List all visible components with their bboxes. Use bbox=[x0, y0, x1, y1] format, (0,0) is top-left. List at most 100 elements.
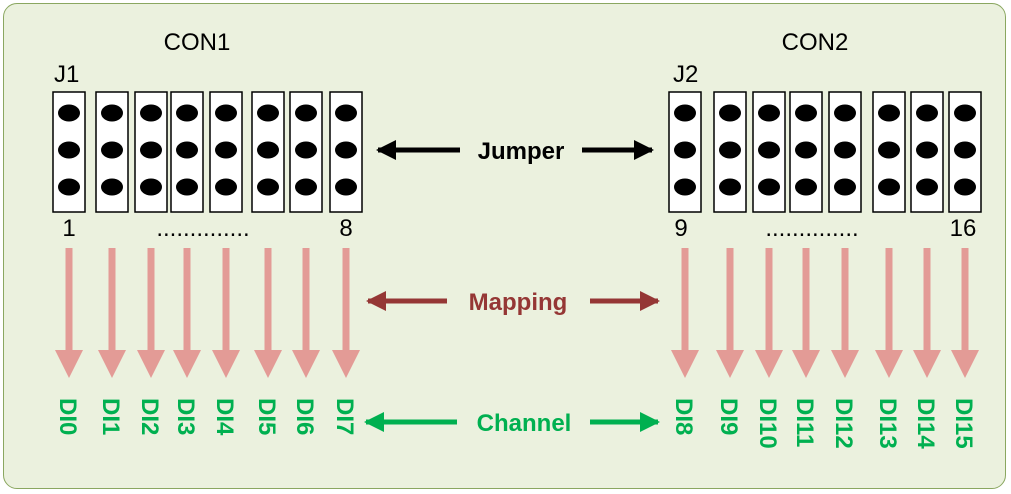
mapping-arrow-shaft bbox=[765, 248, 773, 353]
jumper-pin bbox=[795, 141, 817, 159]
jumper-block bbox=[95, 91, 129, 213]
jumper-pin bbox=[916, 178, 938, 196]
mapping-arrow-head bbox=[951, 350, 979, 378]
jumper-pin bbox=[58, 141, 80, 159]
con1-title: CON1 bbox=[164, 29, 231, 56]
mapping-arrows bbox=[55, 248, 979, 378]
mapping-arrow-shaft bbox=[342, 248, 350, 353]
jumper-pin bbox=[101, 104, 123, 122]
jumper-block bbox=[713, 91, 747, 213]
channel-label: DI1 bbox=[97, 398, 124, 435]
channel-label: DI15 bbox=[950, 398, 977, 449]
mapping-arrow-shaft bbox=[147, 248, 155, 353]
jumper-block bbox=[134, 91, 168, 213]
mapping-arrow bbox=[755, 248, 783, 378]
mapping-arrow-shaft bbox=[65, 248, 73, 353]
jumper-pin bbox=[257, 141, 279, 159]
jumper-pin bbox=[215, 141, 237, 159]
jumper-block bbox=[948, 91, 982, 213]
mapping-arrow bbox=[137, 248, 165, 378]
jumper-pin bbox=[758, 178, 780, 196]
mapping-arrow-head bbox=[212, 350, 240, 378]
channel-label: DI9 bbox=[715, 398, 742, 435]
jumper-pin bbox=[954, 104, 976, 122]
jumper-pin bbox=[878, 178, 900, 196]
channel-label: DI13 bbox=[874, 398, 901, 449]
jumper-pin bbox=[674, 178, 696, 196]
jumper-pin bbox=[140, 178, 162, 196]
mapping-arrow bbox=[875, 248, 903, 378]
con2-end-pin-label: 16 bbox=[950, 215, 977, 242]
mapping-arrow-shaft bbox=[961, 248, 969, 353]
jumper-pin bbox=[176, 141, 198, 159]
mapping-arrow-head bbox=[137, 350, 165, 378]
j2-label: J2 bbox=[673, 61, 698, 88]
jumper-pin bbox=[916, 104, 938, 122]
mapping-arrow bbox=[55, 248, 83, 378]
mapping-arrow-head bbox=[671, 350, 699, 378]
mapping-arrow bbox=[671, 248, 699, 378]
mapping-arrow-head bbox=[292, 350, 320, 378]
jumper-pin bbox=[795, 178, 817, 196]
channel-label: DI11 bbox=[791, 398, 818, 447]
jumper-pin bbox=[335, 178, 357, 196]
jumper-pin bbox=[257, 178, 279, 196]
jumper-pin bbox=[140, 104, 162, 122]
jumper-pin bbox=[295, 178, 317, 196]
channel-label: DI12 bbox=[830, 398, 857, 449]
con2-title: CON2 bbox=[782, 29, 849, 56]
mapping-arrow bbox=[254, 248, 282, 378]
jumper-pin bbox=[795, 104, 817, 122]
mapping-arrow-head bbox=[332, 350, 360, 378]
mapping-arrow bbox=[292, 248, 320, 378]
mapping-arrow-head bbox=[55, 350, 83, 378]
mapping-arrow-shaft bbox=[302, 248, 310, 353]
mapping-arrow-shaft bbox=[108, 248, 116, 353]
jumper-block bbox=[872, 91, 906, 213]
jumper-callout: Jumper bbox=[376, 138, 654, 165]
jumper-pin bbox=[335, 141, 357, 159]
mapping-arrow bbox=[831, 248, 859, 378]
channel-label: DI0 bbox=[54, 398, 81, 435]
channel-label: DI8 bbox=[670, 398, 697, 435]
mapping-arrow-shaft bbox=[222, 248, 230, 353]
jumper-block bbox=[828, 91, 862, 213]
jumper-pin bbox=[215, 104, 237, 122]
mapping-arrow bbox=[212, 248, 240, 378]
jumper-pin bbox=[954, 178, 976, 196]
jumper-block bbox=[668, 91, 702, 213]
mapping-callout-label: Mapping bbox=[469, 289, 568, 316]
mapping-arrow-head bbox=[831, 350, 859, 378]
jumper-pin bbox=[878, 141, 900, 159]
mapping-arrow bbox=[173, 248, 201, 378]
con1-end-pin-label: 8 bbox=[339, 215, 352, 242]
channel-label: DI2 bbox=[136, 398, 163, 435]
channel-label: DI4 bbox=[211, 398, 238, 436]
con2-start-pin-label: 9 bbox=[674, 215, 687, 242]
mapping-arrow-head bbox=[913, 350, 941, 378]
mapping-arrow bbox=[913, 248, 941, 378]
channel-callout-label: Channel bbox=[477, 410, 572, 437]
mapping-arrow-head bbox=[755, 350, 783, 378]
jumper-pin bbox=[58, 178, 80, 196]
mapping-callout: Mapping bbox=[366, 289, 660, 316]
jumper-pin bbox=[101, 141, 123, 159]
jumper-pin bbox=[916, 141, 938, 159]
mapping-arrow-shaft bbox=[885, 248, 893, 353]
jumper-callout-label: Jumper bbox=[478, 138, 565, 165]
channel-label: DI5 bbox=[253, 398, 280, 435]
mapping-arrow-head bbox=[792, 350, 820, 378]
mapping-arrow-shaft bbox=[183, 248, 191, 353]
mapping-arrow-head bbox=[716, 350, 744, 378]
jumper-pin bbox=[878, 104, 900, 122]
jumper-blocks bbox=[52, 91, 982, 213]
con2-ellipsis: .............. bbox=[765, 215, 858, 242]
mapping-arrow bbox=[332, 248, 360, 378]
jumper-pin bbox=[295, 141, 317, 159]
channel-label: DI7 bbox=[331, 398, 358, 435]
channel-label: DI10 bbox=[754, 398, 781, 449]
jumper-pin bbox=[674, 104, 696, 122]
mapping-arrow-head bbox=[173, 350, 201, 378]
jumper-pin bbox=[758, 104, 780, 122]
